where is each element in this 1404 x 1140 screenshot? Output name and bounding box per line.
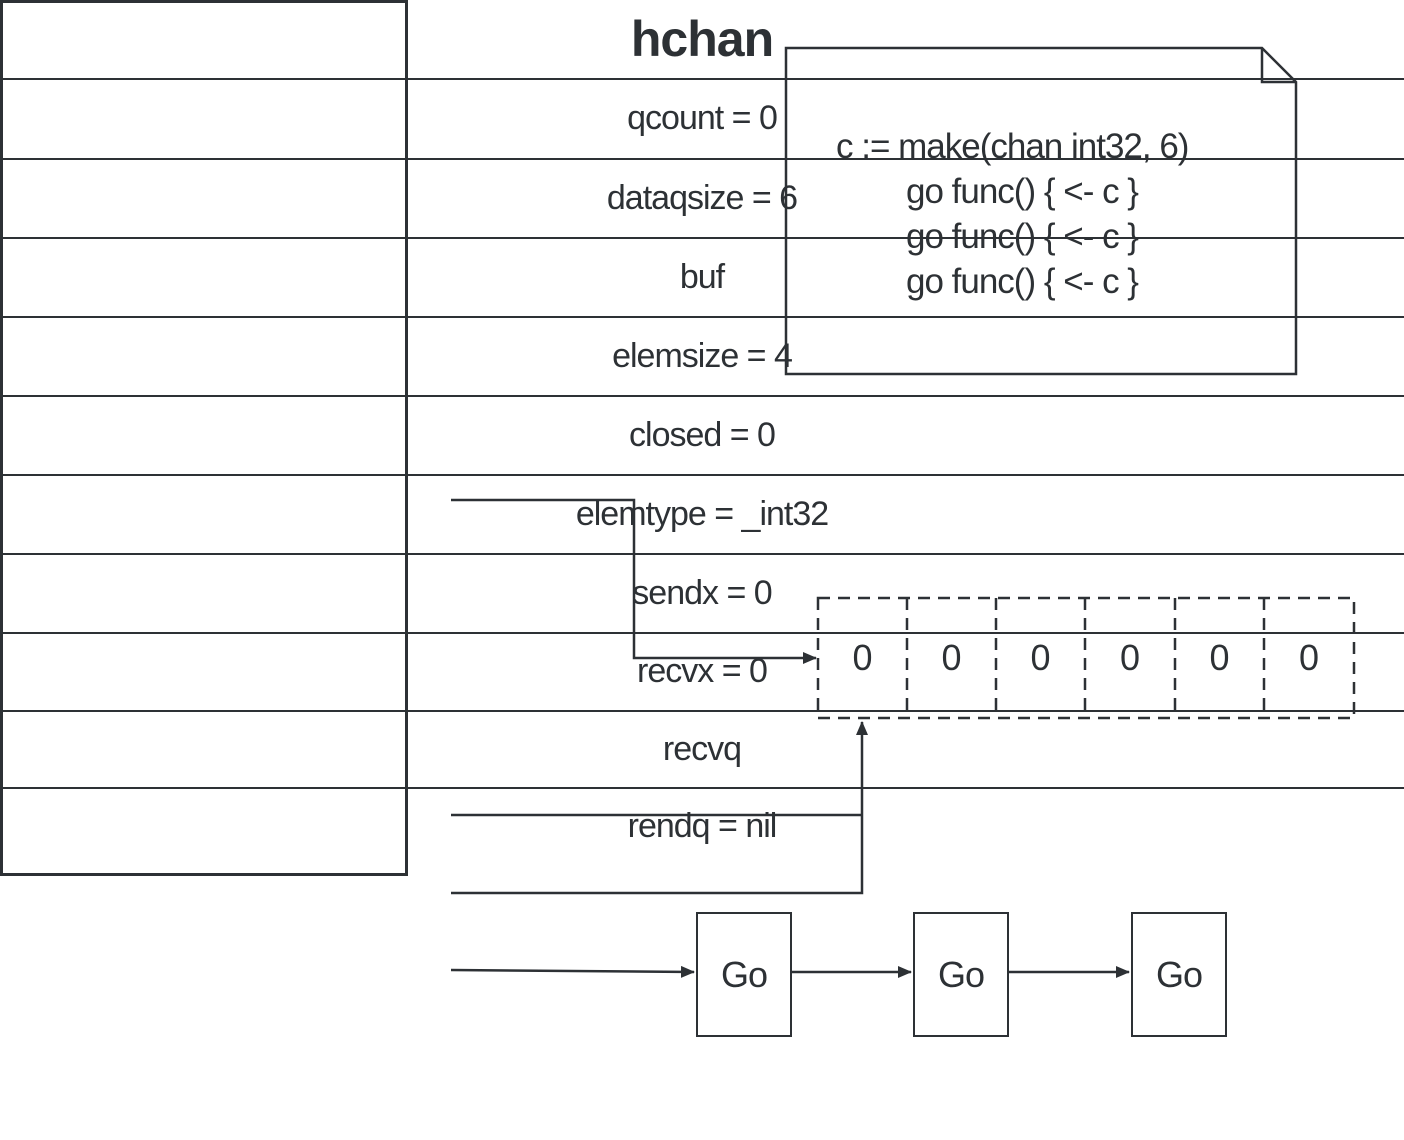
code-line: go func() { <- c } <box>906 217 1139 256</box>
code-note: c := make(chan int32, 6) go func() { <- … <box>836 124 1189 304</box>
buffer-cell: 0 <box>1119 637 1141 678</box>
field-qcount: qcount = 0 <box>627 99 778 137</box>
buffer-cell: 0 <box>1030 637 1051 678</box>
field-dataqsize: dataqsize = 6 <box>606 178 798 217</box>
buf-pointer-arrow <box>451 498 817 664</box>
field-rendq: rendq = nil <box>627 806 778 845</box>
code-line: go func() { <- c } <box>906 172 1139 211</box>
field-elemtype: elemtype = _int32 <box>575 494 829 533</box>
recvx-pointer-arrow <box>451 721 868 895</box>
buffer-cell: 0 <box>852 637 873 678</box>
recvq-pointer-arrow <box>450 965 695 978</box>
field-buf: buf <box>679 257 725 296</box>
buffer-array-outline <box>816 596 1356 720</box>
hchan-struct: hchan qcount = 0 dataqsize = 6 buf elems… <box>0 0 1404 876</box>
field-recvq: recvq <box>662 729 742 768</box>
goroutine-box: Go <box>696 912 792 1037</box>
buffer-cell: 0 <box>1209 637 1230 678</box>
code-line: c := make(chan int32, 6) <box>836 127 1189 166</box>
field-elemsize: elemsize = 4 <box>612 336 793 375</box>
code-note-outline <box>784 46 1298 376</box>
field-closed: closed = 0 <box>629 415 776 454</box>
goroutine-box: Go <box>1131 912 1227 1037</box>
code-note-fold <box>1260 48 1296 84</box>
field-recvx: recvx = 0 <box>637 652 768 690</box>
hchan-title: hchan <box>630 11 774 67</box>
buffer-cell: 0 <box>941 637 962 678</box>
code-line: go func() { <- c } <box>906 262 1139 301</box>
goroutine-box: Go <box>913 912 1009 1037</box>
field-sendx: sendx = 0 <box>632 573 772 612</box>
buffer-cell: 0 <box>1298 637 1320 678</box>
